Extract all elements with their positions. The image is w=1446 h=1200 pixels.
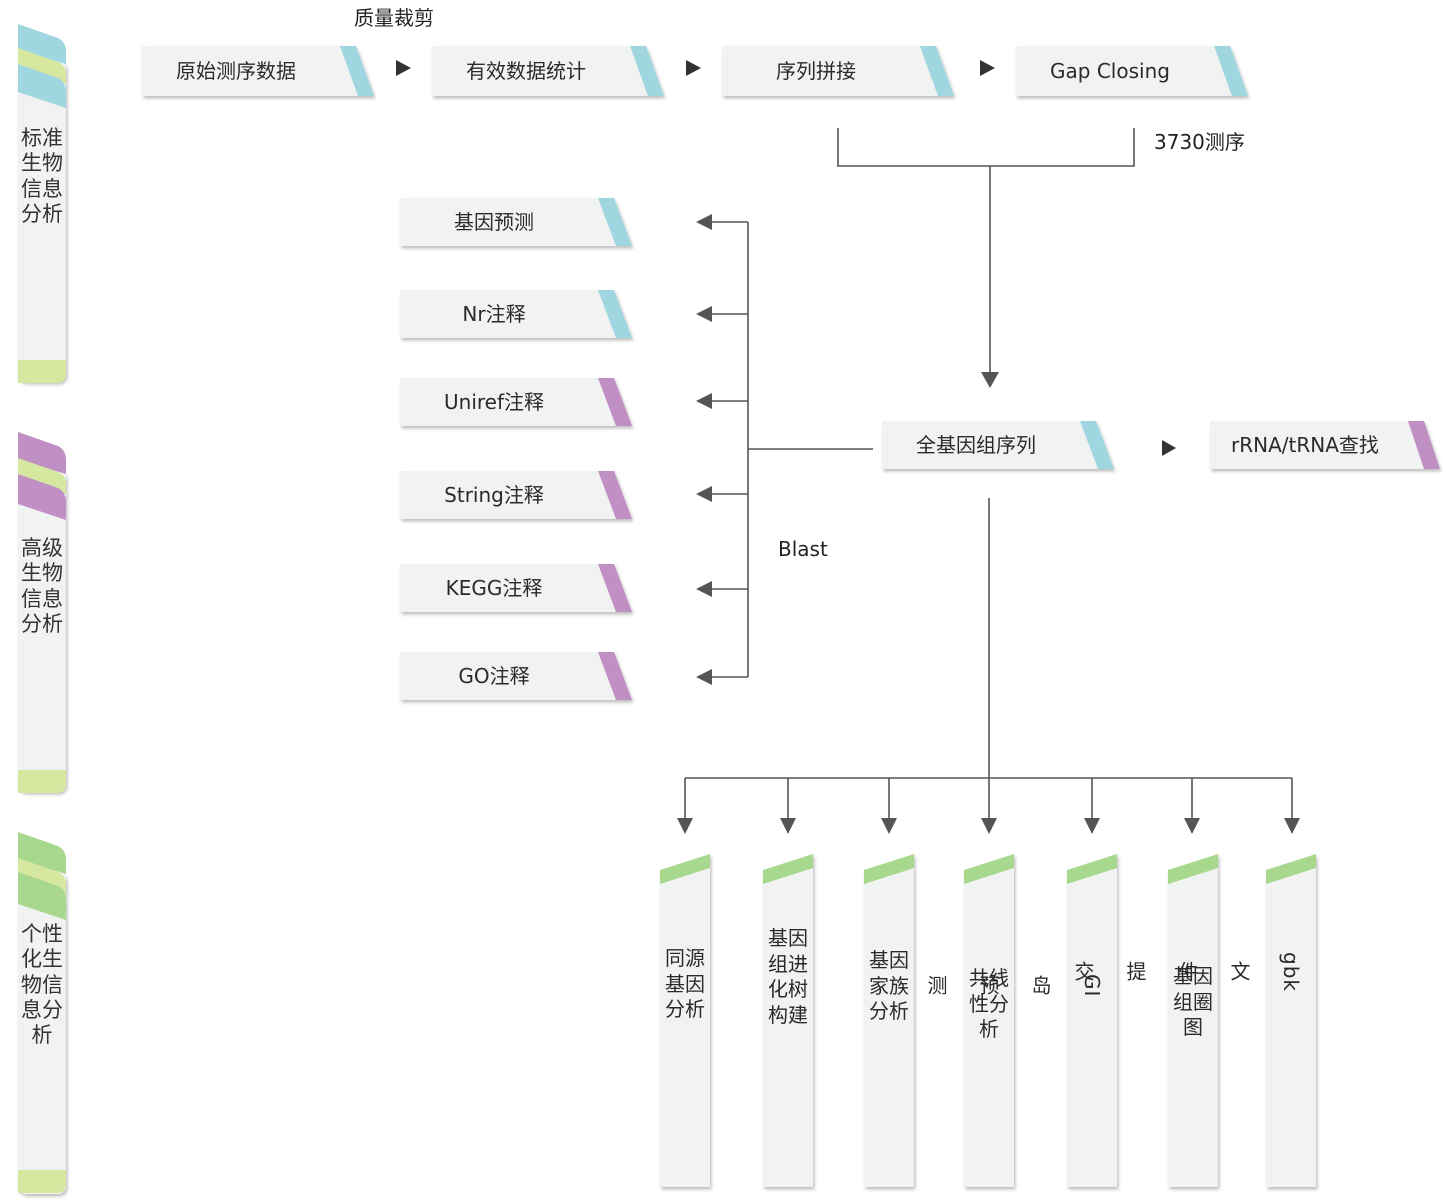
output-gbk-submission-label: gbk文件提交	[1071, 952, 1303, 992]
annotation-gene-prediction-label: 基因预测	[454, 210, 534, 234]
blast-label: Blast	[778, 537, 828, 561]
output-gene-family-label: 基因家族分析	[869, 948, 909, 1023]
whole-genome-sequence: 全基因组序列	[882, 420, 1114, 470]
category-tab-shapes	[18, 24, 66, 1194]
output-phylogenetic-tree-label: 基因组进化树构建	[768, 926, 808, 1027]
output-gi-island-label: GI 岛预测	[924, 974, 1104, 998]
sanger-3730-label: 3730测序	[1154, 130, 1245, 154]
connector-lines	[684, 128, 1293, 820]
pipeline-arrows	[396, 60, 1176, 456]
step-raw-data-label: 原始测序数据	[176, 59, 296, 83]
output-synteny-label: 共线性分析	[969, 966, 1009, 1041]
annotation-kegg-label: KEGG注释	[445, 576, 543, 600]
step-gap-closing: Gap Closing	[1016, 46, 1248, 96]
whole-genome-sequence-label: 全基因组序列	[916, 433, 1036, 457]
annotation-nr: Nr注释	[400, 289, 632, 339]
annotation-uniref-label: Uniref注释	[444, 390, 544, 414]
output-genome-circos-label: 基因组圈图	[1173, 964, 1213, 1039]
step-gap-closing-label: Gap Closing	[1050, 59, 1170, 83]
output-homolog-analysis-label: 同源基因分析	[665, 946, 705, 1021]
annotation-kegg: KEGG注释	[400, 563, 632, 613]
step-clean-data-stats-label: 有效数据统计	[466, 59, 586, 83]
step-assembly-label: 序列拼接	[776, 59, 856, 83]
connector-arrowheads	[677, 214, 1300, 834]
vertical-box-shapes	[660, 854, 1316, 1187]
rrna-trna-search-label: rRNA/tRNA查找	[1231, 433, 1379, 457]
annotation-string-label: String注释	[444, 483, 544, 507]
annotation-go-label: GO注释	[458, 664, 530, 688]
category-standard-label: 标准生物信息分析	[21, 126, 63, 226]
step-clean-data-stats: 有效数据统计	[432, 46, 664, 96]
rrna-trna-search: rRNA/tRNA查找	[1210, 420, 1440, 470]
annotation-nr-label: Nr注释	[462, 302, 526, 326]
step-raw-data: 原始测序数据	[142, 46, 374, 96]
horizontal-box-shapes	[142, 46, 1440, 700]
category-advanced-label: 高级生物信息分析	[21, 536, 63, 636]
quality-trim-label: 质量裁剪	[354, 6, 434, 30]
annotation-go: GO注释	[400, 651, 632, 701]
category-custom-label: 个性化生物信息分析	[21, 922, 63, 1048]
annotation-string: String注释	[400, 470, 632, 520]
annotation-gene-prediction: 基因预测	[400, 197, 632, 247]
annotation-uniref: Uniref注释	[400, 377, 632, 427]
step-assembly: 序列拼接	[722, 46, 954, 96]
